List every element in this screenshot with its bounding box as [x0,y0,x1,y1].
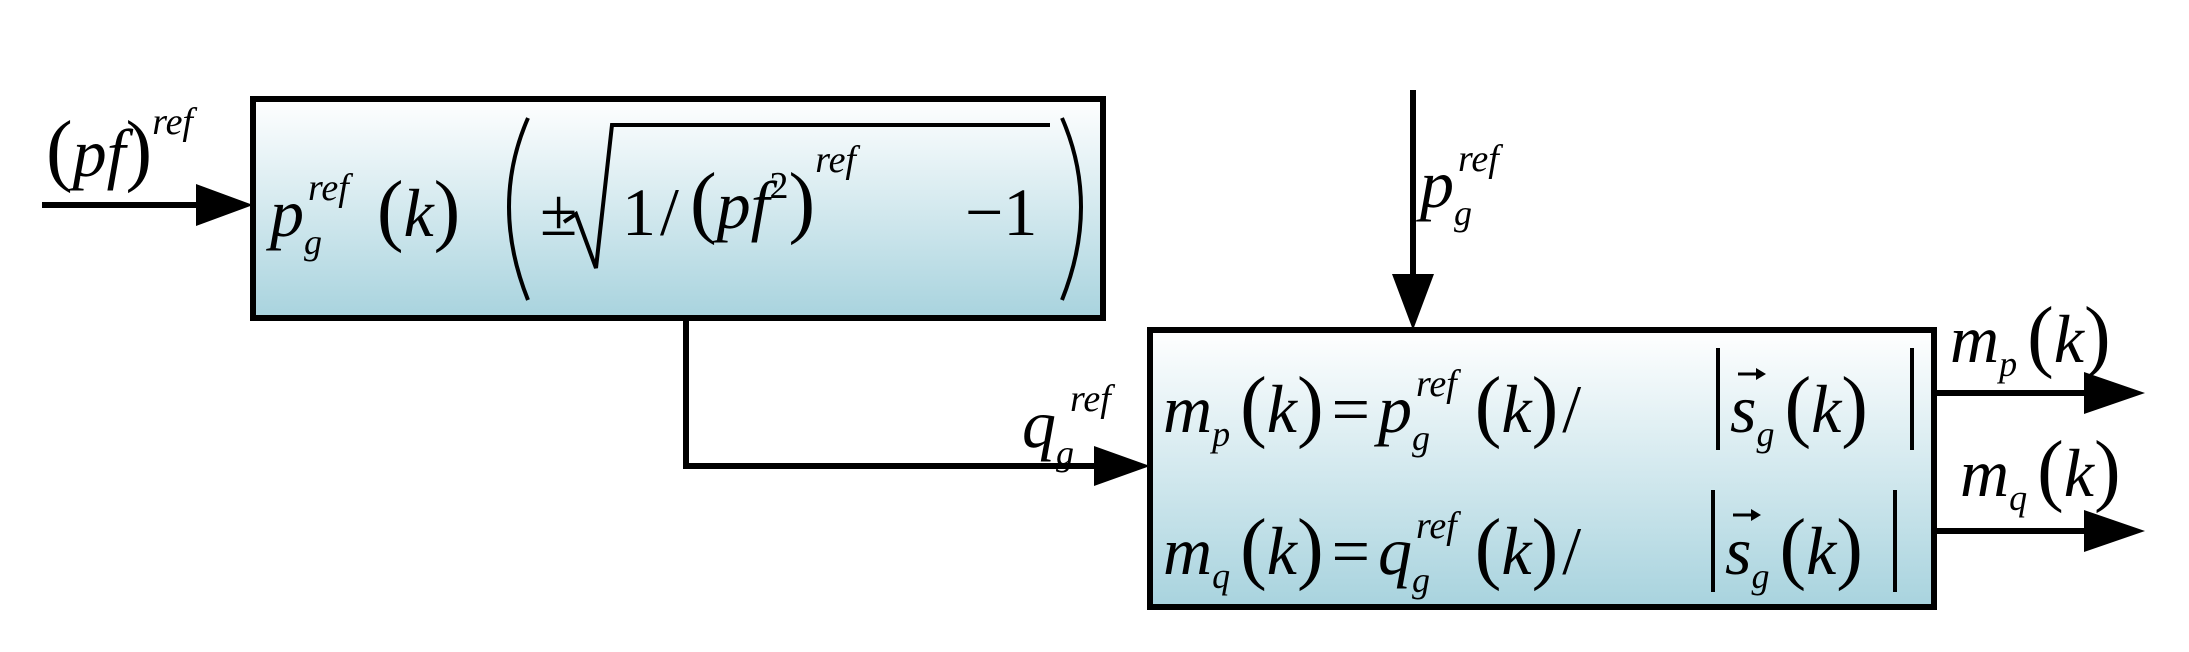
mp-output-label: mp (k) [1950,292,2111,384]
block1-pf-inner: pf [716,167,770,243]
q-input-label: qgref [1022,378,1111,473]
pf-ref-label: (pf)ref [46,101,193,194]
pf-sup: ref [152,101,193,143]
vector-arrow-s-1 [1738,368,1766,380]
p-input-arrowhead [1392,274,1434,330]
block1-p-sub: g [304,222,322,262]
block2-line1-s: sg (k) [1730,362,1868,454]
mq-output-arrowhead [2084,510,2145,552]
vector-arrow-s-2 [1733,509,1761,521]
block1-p-sup: ref [308,167,349,209]
block1-one: 1 [622,174,656,250]
block1-slash: / [660,174,679,250]
block1-p-term: pgref (k) [270,166,461,262]
block2-line1: mp (k) = pgref (k) / [1163,362,1582,458]
q-connector-arrowhead [1094,446,1150,486]
block1-pf-squared: (pf2)ref [690,139,856,246]
block1-minus-one: −1 [965,174,1038,250]
big-left-paren [507,117,530,301]
q-connector-line [683,318,1098,469]
pf-text: pf [72,115,126,191]
pf-conversion-block [250,96,1106,321]
block1-pm: ± [540,174,578,250]
block1-k: k [403,175,434,251]
block2-line2: mq (k) = qgref (k) / [1163,504,1582,600]
block2-line2-s: sg (k) [1725,504,1863,596]
block1-sq: 2 [769,165,789,207]
pf-input-arrowhead [196,184,253,226]
mp-output-arrowhead [2084,372,2145,414]
mq-output-label: mq (k) [1960,426,2121,518]
sqrt-radical [562,123,1050,269]
block1-pf-sup: ref [815,139,856,181]
p-input-label: pgref [1420,138,1499,233]
block1-p-base: p [270,175,304,251]
modulation-index-block [1147,327,1937,610]
big-right-paren [1060,117,1083,301]
